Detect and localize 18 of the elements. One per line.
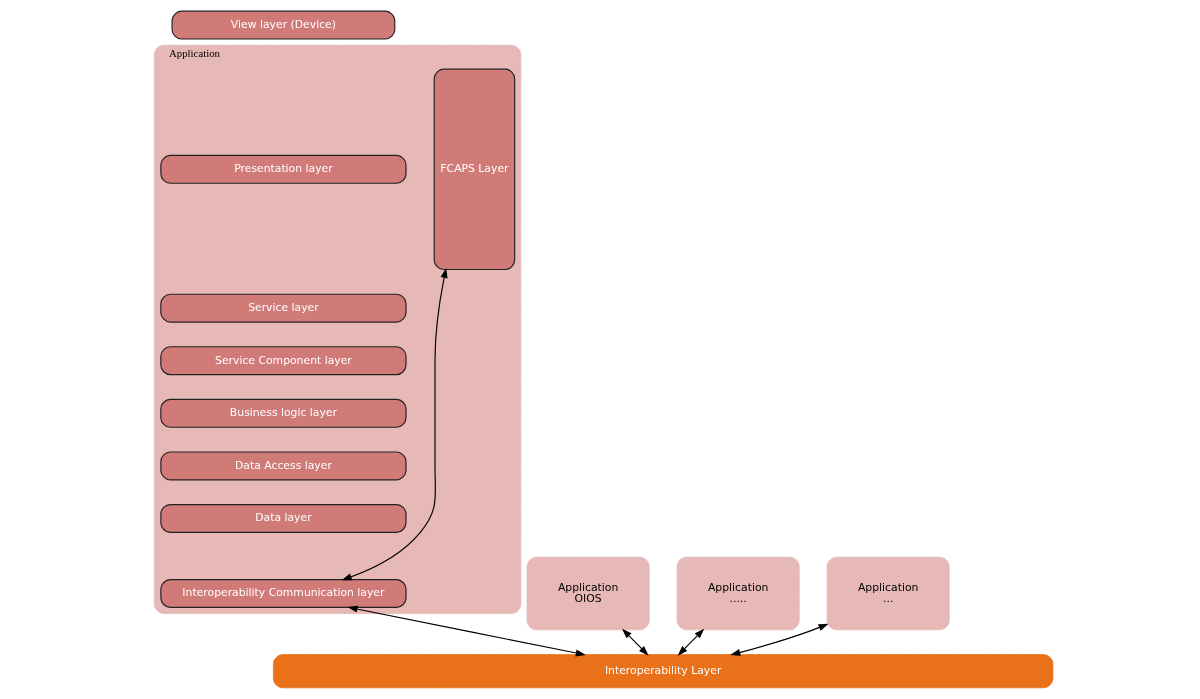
node-box: Service layer [159, 293, 407, 323]
node-box: Application OIOS [526, 556, 650, 631]
node-box: View layer (Device) [171, 10, 395, 40]
arrow [677, 628, 704, 656]
arrow [621, 628, 649, 656]
node-box: Interoperability Communication layer [159, 579, 407, 608]
node-box: Presentation layer [159, 154, 407, 184]
node-box: Application ... [826, 556, 950, 631]
node-box: Service Component layer [159, 346, 407, 376]
node-box: FCAPS Layer [433, 68, 515, 271]
arrow [346, 605, 586, 657]
node-box: Interoperability Layer [272, 654, 1053, 689]
arrow [341, 267, 448, 581]
arrow [729, 623, 829, 656]
node-box: Data Access layer [159, 451, 407, 481]
node-box: Business logic layer [159, 398, 407, 428]
node-box: Data layer [159, 504, 407, 533]
node-box: Application ..... [676, 556, 800, 631]
